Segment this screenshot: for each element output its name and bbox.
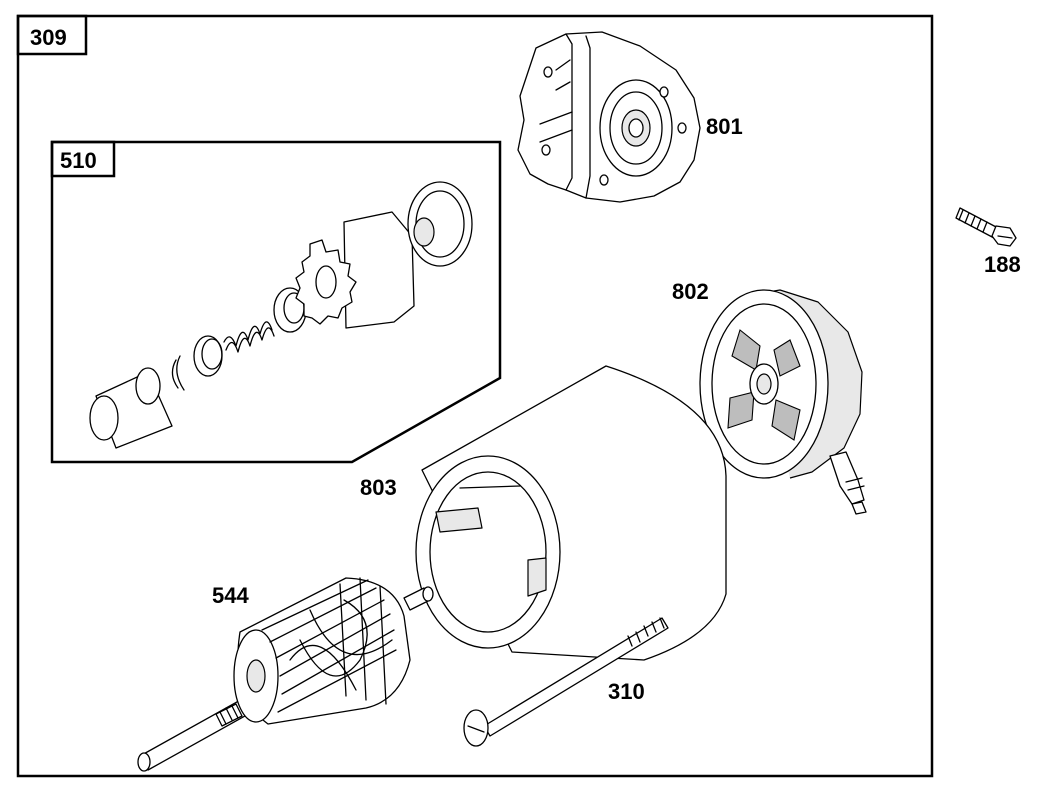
assembly-label: 309 xyxy=(30,25,67,50)
stop-nut-drawing xyxy=(407,181,473,267)
collar-drawing xyxy=(193,335,223,377)
part-label-188: 188 xyxy=(984,252,1021,277)
part-544-armature-drawing xyxy=(137,577,434,772)
pinion-gear-drawing xyxy=(295,211,415,329)
part-label-803: 803 xyxy=(360,475,397,500)
subassembly-frame xyxy=(50,140,502,464)
part-801-end-cap-drawing xyxy=(517,31,701,203)
subassembly-label: 510 xyxy=(60,148,97,173)
part-label-544: 544 xyxy=(212,583,249,608)
subassembly-label-box: 510 xyxy=(50,140,116,178)
spring-drawing xyxy=(223,321,275,353)
part-label-801: 801 xyxy=(706,114,743,139)
part-802-brush-cap-drawing xyxy=(699,289,867,515)
retaining-ring-drawing xyxy=(171,355,185,391)
assembly-label-box: 309 xyxy=(16,14,88,56)
assembly-frame xyxy=(16,14,934,778)
part-188-screw-drawing xyxy=(955,207,1017,247)
part-803-housing-drawing xyxy=(415,365,727,661)
part-label-802: 802 xyxy=(672,279,709,304)
drive-sleeve-drawing xyxy=(89,367,173,449)
part-label-310: 310 xyxy=(608,679,645,704)
part-310-through-bolt-drawing xyxy=(463,617,669,747)
